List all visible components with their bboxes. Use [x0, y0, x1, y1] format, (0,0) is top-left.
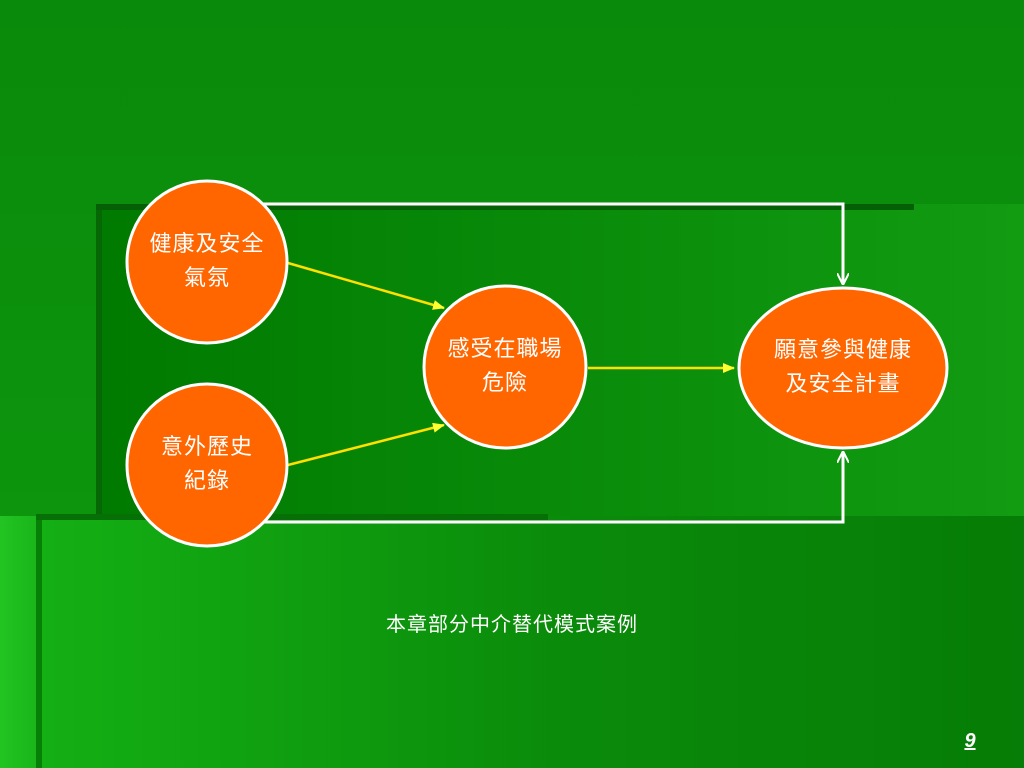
node-perceived-risk — [422, 284, 588, 450]
node-accident-history — [125, 382, 289, 548]
node-safety-climate-line-1: 健康及安全 — [149, 232, 265, 257]
background-edge-lower — [36, 516, 42, 768]
node-safety-climate-line-2: 氣氛 — [183, 266, 230, 291]
node-perceived-risk-line-1: 感受在職場 — [447, 337, 563, 362]
node-willingness — [737, 286, 949, 450]
node-willingness-line-2: 及安全計畫 — [785, 372, 901, 397]
node-accident-history-line-2: 紀錄 — [183, 469, 230, 494]
node-accident-history-line-1: 意外歷史 — [160, 435, 253, 460]
node-perceived-risk-line-2: 危險 — [481, 371, 528, 396]
node-safety-climate-label: 健康及安全 氣氛 — [127, 212, 287, 312]
background-band-left — [0, 516, 40, 768]
background-line-mid — [36, 514, 548, 520]
direct-path-top — [262, 202, 843, 284]
diagram-caption: 本章部分中介替代模式案例 — [386, 612, 638, 636]
background-line-top — [96, 204, 914, 210]
page-number: 9 — [964, 730, 976, 752]
node-accident-history-label: 意外歷史 紀錄 — [127, 415, 287, 515]
arrow-climate-to-risk — [287, 261, 445, 310]
direct-path-bottom — [262, 452, 843, 524]
node-willingness-label: 願意參與健康 及安全計畫 — [739, 318, 947, 418]
node-willingness-line-1: 願意參與健康 — [773, 338, 912, 363]
background-edge-upper — [96, 204, 102, 516]
node-perceived-risk-label: 感受在職場 危險 — [424, 317, 586, 417]
node-safety-climate — [125, 179, 289, 345]
arrow-history-to-risk — [287, 422, 445, 467]
background-band-lower — [36, 516, 1024, 768]
